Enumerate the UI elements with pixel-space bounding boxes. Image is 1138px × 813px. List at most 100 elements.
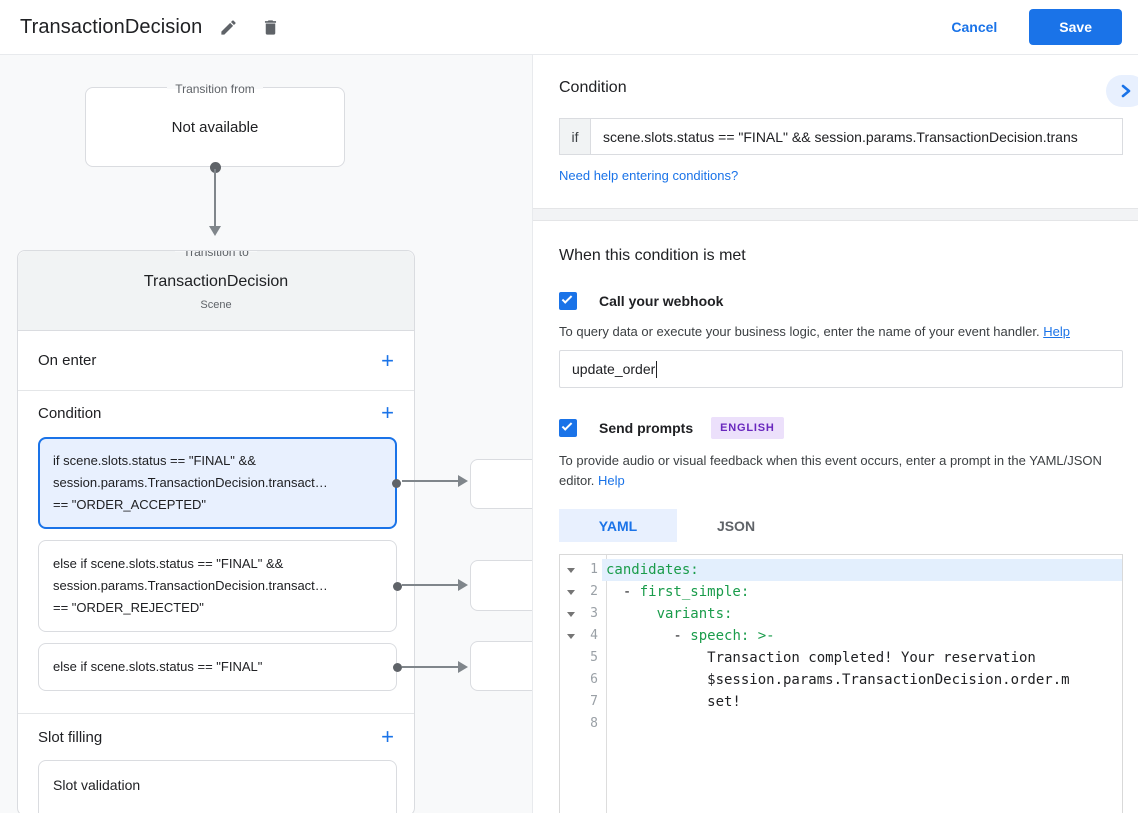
cancel-button[interactable]: Cancel xyxy=(951,19,998,35)
section-divider xyxy=(18,713,414,714)
code-text: set! xyxy=(606,694,741,710)
code-text: - first_simple: xyxy=(606,584,750,600)
editor-line[interactable]: 8 xyxy=(560,713,1122,735)
call-webhook-checkbox[interactable] xyxy=(559,292,577,310)
transition-to-card[interactable]: Transition to TransactionDecision Scene … xyxy=(17,250,415,813)
scene-header: TransactionDecision Scene xyxy=(18,251,414,331)
condition-editor-section: Condition if scene.slots.status == "FINA… xyxy=(533,55,1138,208)
fold-toggle[interactable] xyxy=(560,559,582,581)
code-text: candidates: xyxy=(602,559,1122,581)
fold-arrow-icon xyxy=(567,633,575,639)
transition-target-node[interactable] xyxy=(470,459,540,509)
edit-scene-button[interactable] xyxy=(212,11,244,43)
add-on-enter-button[interactable]: + xyxy=(381,347,394,373)
prompts-help-link[interactable]: Help xyxy=(598,473,625,488)
code-text: Transaction completed! Your reservation xyxy=(606,650,1036,666)
code-text xyxy=(602,713,1122,735)
transition-target-node[interactable] xyxy=(470,641,540,691)
section-divider-band xyxy=(533,208,1138,221)
editor-line[interactable]: 4 - speech: >- xyxy=(560,625,1122,647)
trash-icon xyxy=(264,19,276,35)
page-header: TransactionDecision Cancel Save xyxy=(0,0,1138,55)
fold-spacer xyxy=(560,691,582,713)
fold-spacer xyxy=(560,669,582,691)
send-prompts-label: Send prompts xyxy=(599,420,694,436)
webhook-help-link[interactable]: Help xyxy=(1043,324,1070,339)
text-cursor xyxy=(656,360,658,378)
page-title: TransactionDecision xyxy=(20,15,203,38)
webhook-handler-input[interactable]: update_order xyxy=(559,350,1123,388)
on-enter-label: On enter xyxy=(38,352,97,369)
condition-item-card[interactable]: else if scene.slots.status == "FINAL" xyxy=(38,643,402,691)
condition-section-header: Condition + xyxy=(18,391,414,435)
chevron-right-icon xyxy=(1121,84,1131,98)
condition-help-link[interactable]: Need help entering conditions? xyxy=(559,168,739,183)
transition-target-node[interactable] xyxy=(470,560,540,611)
connector-dot xyxy=(210,162,221,173)
tab-json[interactable]: JSON xyxy=(716,517,756,534)
line-number: 5 xyxy=(590,650,598,665)
connector-dot xyxy=(393,663,402,672)
connector-line xyxy=(402,666,460,668)
fold-arrow-icon xyxy=(567,567,575,573)
fold-spacer xyxy=(560,647,582,669)
line-number: 7 xyxy=(590,694,598,709)
condition-item-card[interactable]: if scene.slots.status == "FINAL" &&sessi… xyxy=(38,437,401,529)
save-button[interactable]: Save xyxy=(1029,9,1122,45)
slot-filling-section-header: Slot filling + xyxy=(18,714,414,760)
webhook-handler-value: update_order xyxy=(572,361,656,377)
add-slot-button[interactable]: + xyxy=(381,724,394,749)
line-number: 1 xyxy=(590,562,598,577)
fold-spacer xyxy=(560,713,582,735)
transition-from-card[interactable]: Transition from Not available xyxy=(85,82,345,167)
slot-validation-card[interactable]: Slot validation xyxy=(38,760,397,813)
connector-line xyxy=(402,584,460,586)
collapse-panel-button[interactable] xyxy=(1106,75,1138,107)
editor-line[interactable]: 2 - first_simple: xyxy=(560,581,1122,603)
editor-line[interactable]: 5 Transaction completed! Your reservatio… xyxy=(560,647,1122,669)
connector-line xyxy=(214,169,216,227)
line-number: 4 xyxy=(590,628,598,643)
delete-scene-button[interactable] xyxy=(254,11,286,43)
send-prompts-checkbox[interactable] xyxy=(559,419,577,437)
checkmark-icon xyxy=(561,420,573,431)
condition-detail-panel: Condition if scene.slots.status == "FINA… xyxy=(532,55,1138,813)
add-condition-button[interactable]: + xyxy=(381,400,394,425)
condition-list: if scene.slots.status == "FINAL" &&sessi… xyxy=(18,437,414,691)
checkmark-icon xyxy=(561,293,573,304)
condition-panel-title: Condition xyxy=(559,79,627,96)
if-prefix-label: if xyxy=(560,119,591,154)
connector-arrowhead-icon xyxy=(458,661,468,673)
editor-line[interactable]: 3 variants: xyxy=(560,603,1122,625)
line-number: 6 xyxy=(590,672,598,687)
webhook-description: To query data or execute your business l… xyxy=(559,324,1070,339)
editor-line[interactable]: 7 set! xyxy=(560,691,1122,713)
prompts-description: To provide audio or visual feedback when… xyxy=(559,453,1102,488)
editor-line[interactable]: 1 candidates: xyxy=(560,559,1122,581)
language-badge: ENGLISH xyxy=(711,417,784,439)
condition-expression-field[interactable]: if scene.slots.status == "FINAL" && sess… xyxy=(559,118,1123,155)
slot-filling-label: Slot filling xyxy=(38,728,103,746)
condition-expression-value[interactable]: scene.slots.status == "FINAL" && session… xyxy=(603,128,1078,145)
fold-arrow-icon xyxy=(567,611,575,617)
editor-tabs: YAML JSON xyxy=(559,509,1138,542)
prompts-checkbox-row: Send prompts ENGLISH xyxy=(559,417,1138,439)
webhook-checkbox-row: Call your webhook xyxy=(559,292,1138,310)
on-enter-row: On enter + xyxy=(18,331,414,391)
line-number: 8 xyxy=(590,716,598,731)
transition-from-value: Not available xyxy=(171,118,259,136)
fold-toggle[interactable] xyxy=(560,603,582,625)
call-webhook-label: Call your webhook xyxy=(599,293,724,309)
fold-toggle[interactable] xyxy=(560,581,582,603)
fold-toggle[interactable] xyxy=(560,625,582,647)
connector-dot xyxy=(392,479,401,488)
connector-arrowhead-icon xyxy=(458,475,468,487)
scene-name: TransactionDecision xyxy=(143,273,289,290)
editor-line[interactable]: 6 $session.params.TransactionDecision.or… xyxy=(560,669,1122,691)
line-number: 2 xyxy=(590,584,598,599)
tab-yaml[interactable]: YAML xyxy=(559,509,677,542)
condition-item-card[interactable]: else if scene.slots.status == "FINAL" &&… xyxy=(38,540,402,632)
connector-arrowhead-icon xyxy=(209,226,221,236)
